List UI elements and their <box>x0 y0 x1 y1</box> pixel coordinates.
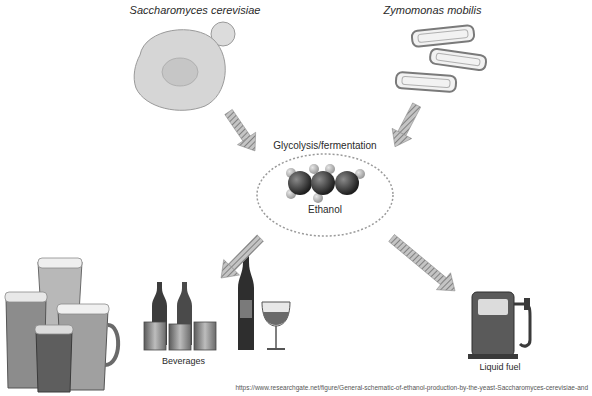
process-arrow <box>392 103 421 147</box>
source-url: https://www.researchgate.net/figure/Gene… <box>235 384 588 391</box>
node-label: Ethanol <box>255 204 395 216</box>
wine-glass <box>262 302 290 349</box>
process-arrow <box>225 109 256 150</box>
arrow-shaft <box>228 235 263 271</box>
beer-glasses <box>5 258 118 392</box>
process-arrow <box>389 235 455 291</box>
arrow-shaft <box>225 109 250 141</box>
tumblers <box>144 322 216 350</box>
organism-panel: Beverages <box>140 278 300 372</box>
process-arrow <box>221 235 263 278</box>
arrow-head <box>392 128 412 146</box>
node-label: Beverages <box>162 356 205 367</box>
organism-panel: Zymomonas mobilis <box>375 2 490 105</box>
arrow-shaft <box>389 235 447 285</box>
species-name: Zymomonas mobilis <box>375 4 490 17</box>
arrow-shaft <box>398 103 421 136</box>
fuel-pump <box>468 292 530 359</box>
organism-panel: Liquid fuel <box>455 288 545 380</box>
bacteria-rod-inner <box>402 29 481 87</box>
species-name: Saccharomyces cerevisiae <box>125 4 265 17</box>
arrow-head <box>436 273 455 291</box>
bacteria-rods <box>396 25 487 92</box>
organism-panel: Saccharomyces cerevisiae <box>125 2 265 112</box>
process-ellipse: Glycolysis/fermentationEthanol <box>255 140 395 238</box>
node-label: Liquid fuel <box>455 362 545 373</box>
node-label: Glycolysis/fermentation <box>255 140 395 152</box>
arrow-head <box>221 260 239 278</box>
ellipse-outline <box>255 152 395 238</box>
yeast-cell <box>134 22 235 110</box>
arrow-head <box>237 132 255 151</box>
ethanol-molecule <box>286 164 365 203</box>
